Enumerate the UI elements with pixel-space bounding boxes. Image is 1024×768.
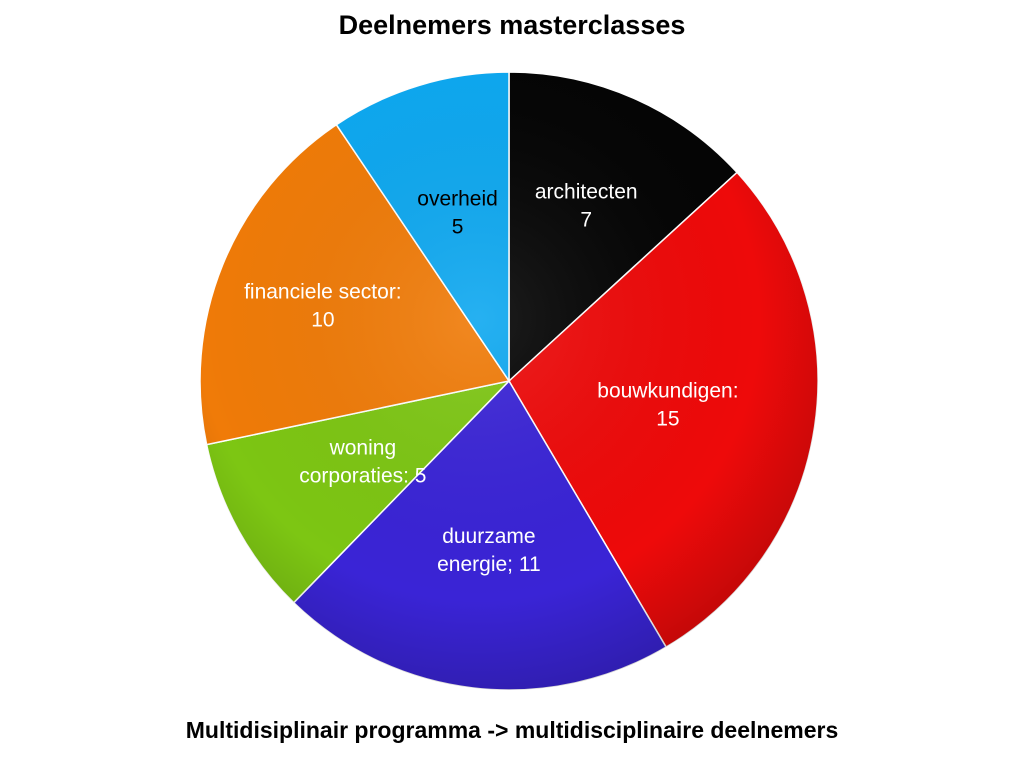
chart-subtitle: Multidisiplinair programma -> multidisci… [185,717,839,743]
pie-label-financiele-sector: financiele sector:10 [244,281,402,332]
pie-label-bouwkundigen: bouwkundigen:15 [597,380,738,431]
chart-title: Deelnemers masterclasses [338,10,686,40]
